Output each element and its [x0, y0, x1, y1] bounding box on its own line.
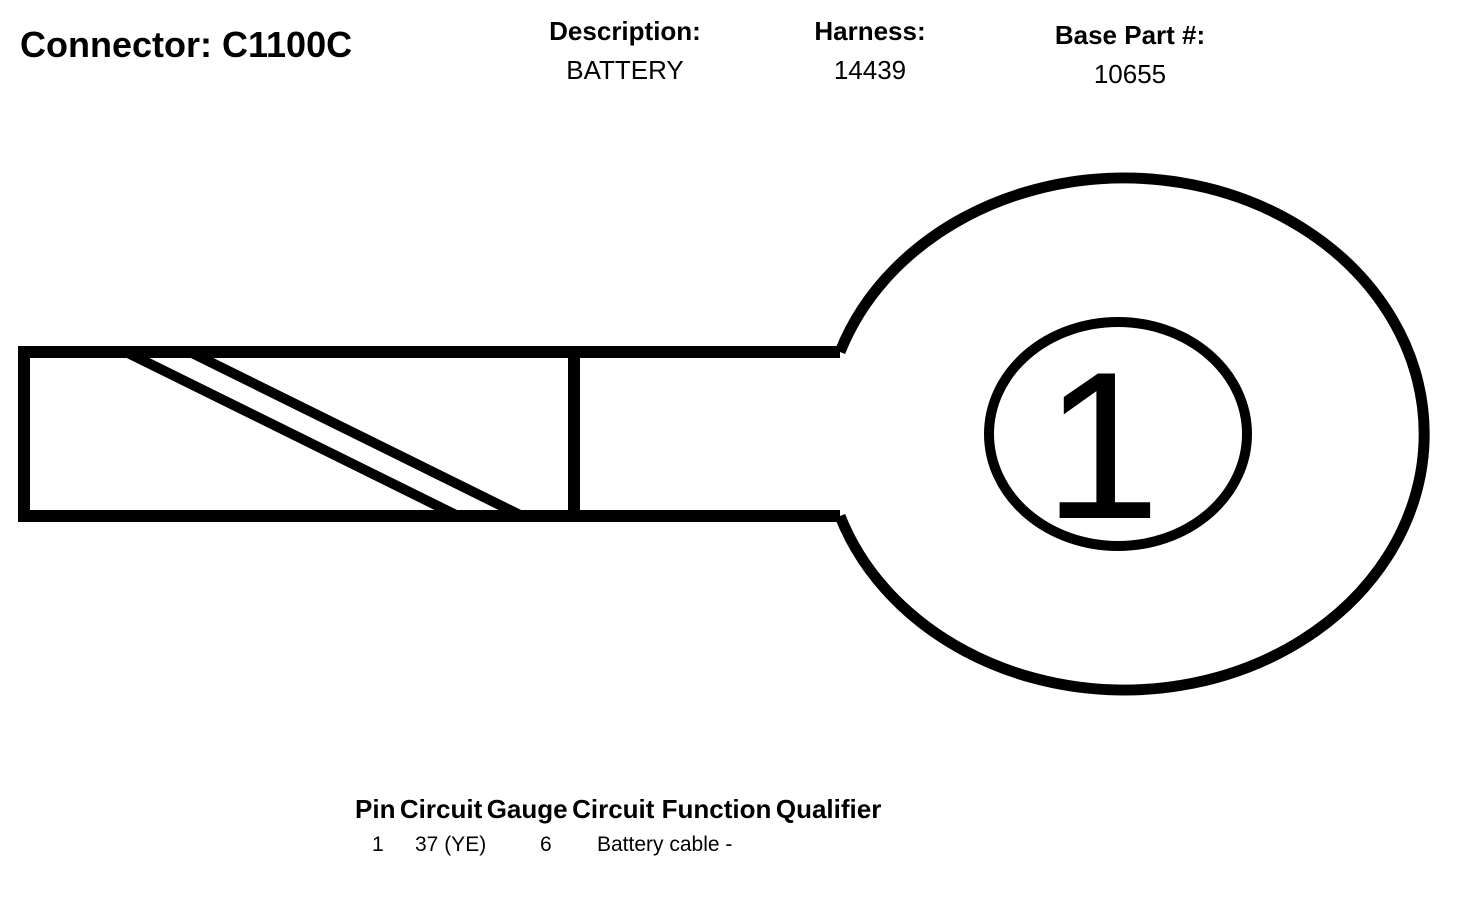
- pin-number-label: 1: [1044, 328, 1161, 563]
- header-gauge: Gauge: [486, 794, 568, 824]
- description-label: Description:: [549, 16, 701, 46]
- header-qualifier: Qualifier: [775, 794, 882, 824]
- harness-label: Harness:: [814, 16, 926, 46]
- header-circuit-function: Circuit Function: [572, 794, 772, 824]
- header-pin: Pin: [355, 794, 396, 824]
- harness-value: 14439: [833, 55, 907, 85]
- ring-terminal-ring: [834, 172, 1430, 696]
- description-block: Description: BATTERY: [520, 16, 730, 86]
- row-gauge: 6: [540, 833, 552, 856]
- base-part-block: Base Part #: 10655: [1030, 20, 1230, 90]
- base-part-value: 10655: [1093, 59, 1167, 89]
- pin-table-header: Pin Circuit Gauge Circuit Function Quali…: [355, 794, 881, 825]
- table-row: 1 37 (YE) 6 Battery cable -: [355, 833, 881, 863]
- description-value: BATTERY: [566, 55, 684, 85]
- connector-title: Connector: C1100C: [20, 24, 353, 65]
- row-function: Battery cable -: [597, 833, 733, 856]
- header-circuit: Circuit: [399, 794, 483, 824]
- crimp-stripe-2: [187, 347, 525, 521]
- row-pin: 1: [372, 833, 384, 856]
- pin-table: Pin Circuit Gauge Circuit Function Quali…: [355, 794, 881, 863]
- base-part-label: Base Part #:: [1054, 20, 1206, 50]
- pin-circle: [984, 317, 1252, 551]
- harness-block: Harness: 14439: [790, 16, 950, 86]
- crimp-stripe-1: [123, 347, 461, 521]
- terminal-barrel: [18, 346, 840, 522]
- row-circuit: 37 (YE): [415, 833, 487, 856]
